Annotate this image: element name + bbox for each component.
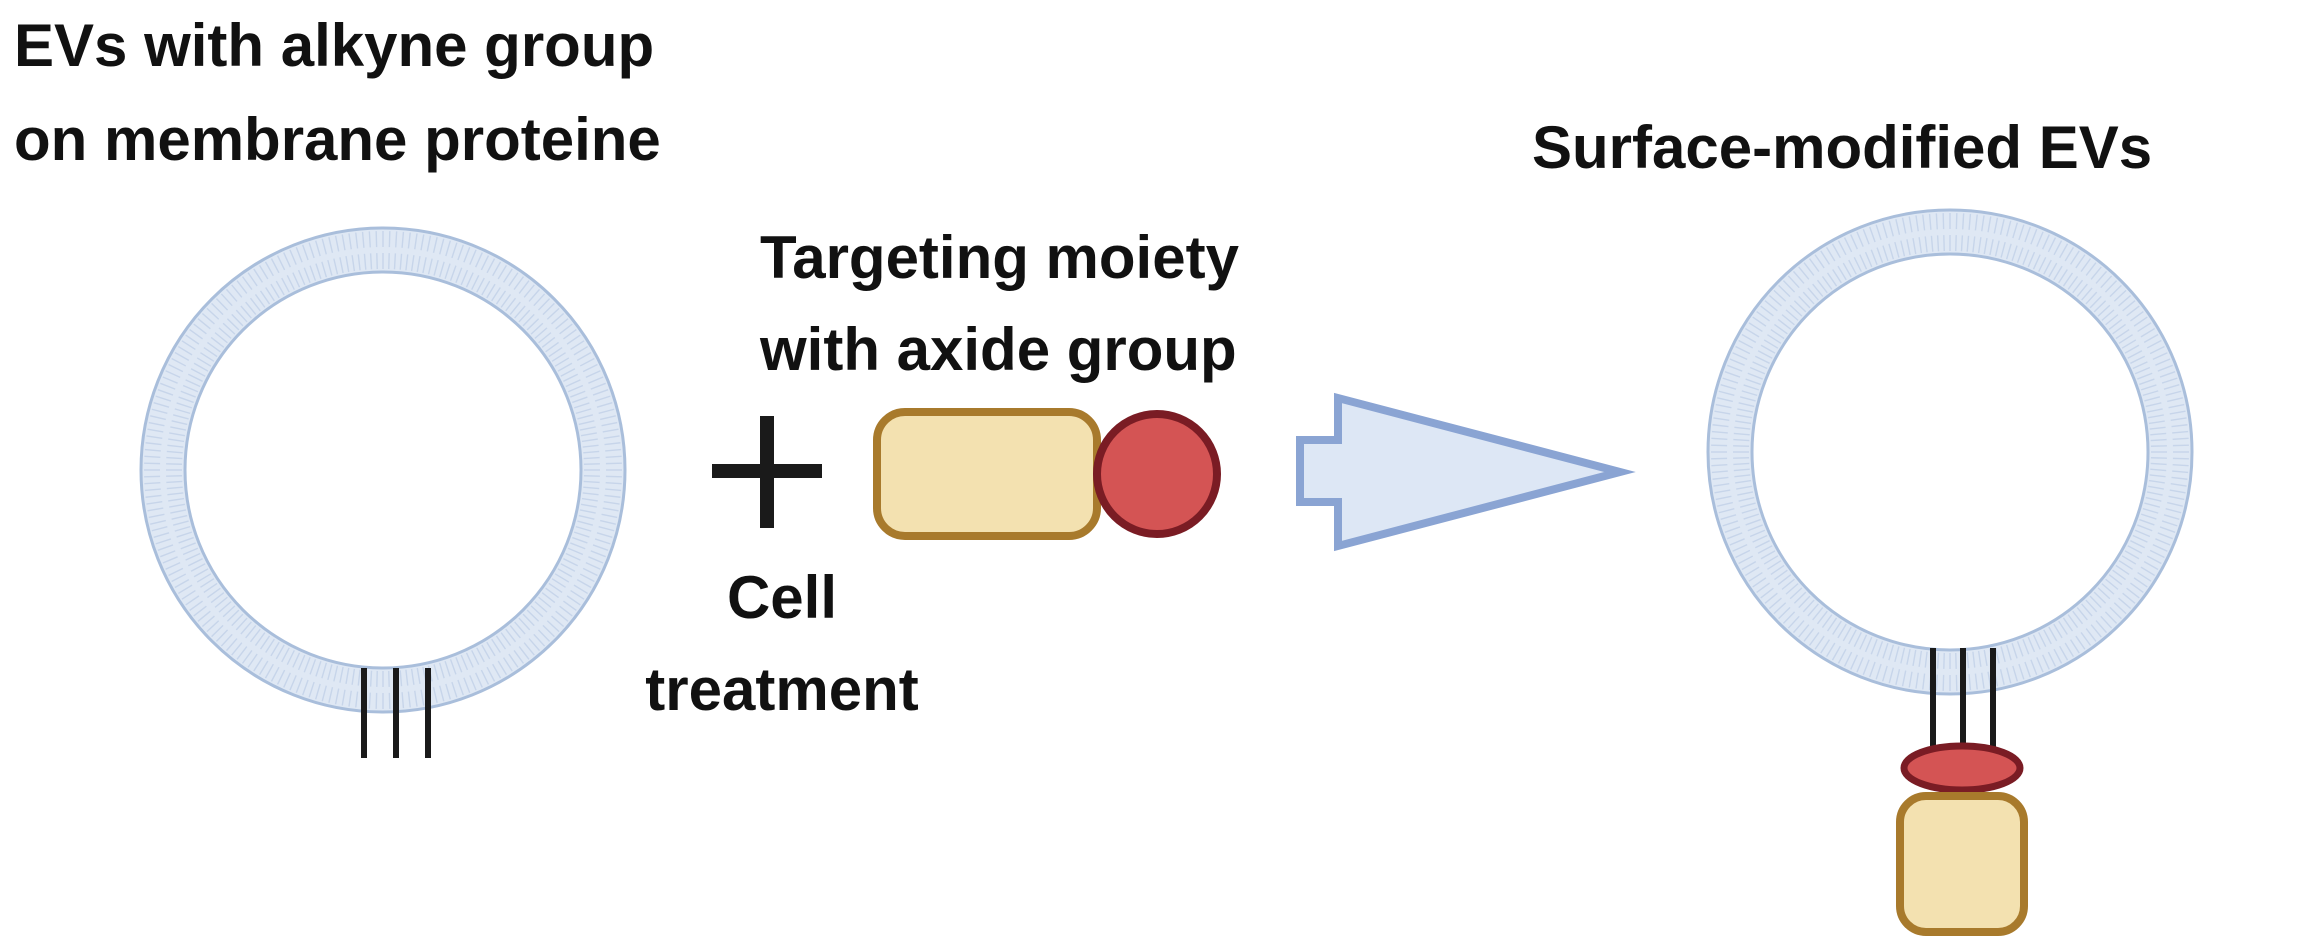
plus-icon [712, 416, 822, 528]
cell-treatment-line1: Cell [727, 564, 837, 631]
moiety-label-line2: with axide group [759, 316, 1237, 383]
attached-moiety-icon [1900, 796, 2024, 932]
right-vesicle-icon [1708, 210, 2192, 694]
block-arrow-right-icon [1300, 398, 1620, 546]
left-title-line1: EVs with alkyne group [14, 12, 654, 79]
left-title-line2: on membrane proteine [14, 106, 661, 173]
cell-treatment-line2: treatment [645, 656, 918, 723]
azide-group-icon [1097, 414, 1217, 534]
targeting-moiety-icon [877, 412, 1217, 536]
conjugated-azide-icon [1904, 746, 2020, 790]
right-title: Surface-modified EVs [1532, 114, 2152, 181]
left-vesicle-icon [141, 228, 625, 712]
moiety-label-line1: Targeting moiety [760, 224, 1240, 291]
